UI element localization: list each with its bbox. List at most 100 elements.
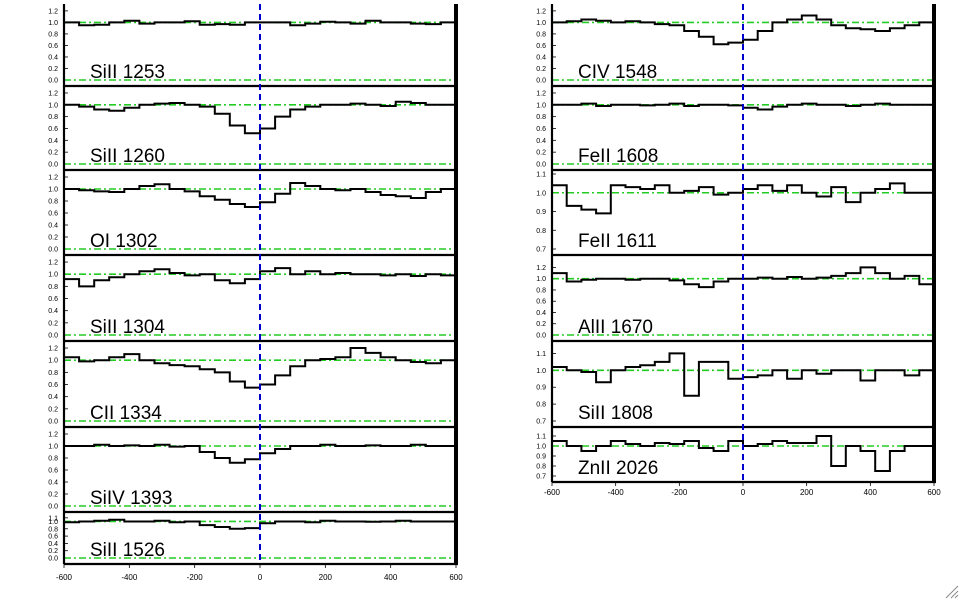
- y-tick-label: 0.2: [536, 321, 546, 328]
- spectrum-line: [64, 100, 456, 135]
- y-tick-label: 0.2: [48, 548, 58, 555]
- y-tick-label: 0.0: [48, 78, 58, 85]
- spectrum-line: [552, 266, 934, 289]
- y-tick-label: 0.2: [48, 150, 58, 157]
- y-tick-label: 1.2: [48, 175, 58, 182]
- y-tick-label: 1.0: [48, 358, 58, 365]
- y-tick-label: 1.0: [48, 187, 58, 194]
- y-tick-label: 0.8: [48, 31, 58, 38]
- spectrum-panel: 0.00.20.40.60.81.01.2OI 1302: [48, 168, 458, 254]
- x-tick-label: -600: [544, 488, 561, 497]
- spectrum-line: [552, 182, 934, 215]
- y-tick-label: 0.2: [48, 235, 58, 242]
- y-tick-label: 0.4: [48, 54, 58, 61]
- panel-label: FeII 1608: [578, 146, 658, 167]
- y-tick-label: 1.1: [536, 434, 546, 441]
- x-tick-label: 200: [319, 573, 333, 582]
- panel-label: SiII 1304: [90, 317, 165, 338]
- y-tick-label: 0.9: [536, 454, 546, 461]
- y-tick-label: 1.2: [48, 8, 58, 15]
- y-tick-label: 0.6: [536, 299, 546, 306]
- y-tick-label: 0.7: [536, 474, 546, 481]
- y-tick-label: 0.2: [536, 66, 546, 73]
- x-tick-label: 0: [741, 488, 746, 497]
- y-tick-label: 0.0: [48, 419, 58, 426]
- y-tick-label: 0.8: [536, 228, 546, 235]
- x-tick-label: 400: [384, 573, 398, 582]
- y-tick-label: 0.0: [48, 333, 58, 340]
- x-tick-label: -200: [671, 488, 688, 497]
- spectrum-line: [552, 14, 934, 46]
- y-tick-label: 0.8: [536, 464, 546, 471]
- x-tick-label: -200: [187, 573, 204, 582]
- y-tick-label: 0.7: [536, 247, 546, 254]
- panel-label: OI 1302: [90, 231, 158, 252]
- y-tick-label: 0.4: [48, 541, 58, 548]
- y-tick-label: 0.8: [48, 199, 58, 206]
- y-tick-label: 0.6: [48, 468, 58, 475]
- panel-label: SiIV 1393: [90, 488, 172, 509]
- y-tick-label: 0.4: [48, 480, 58, 487]
- y-tick-label: 1.0: [536, 444, 546, 451]
- y-tick-label: 0.4: [48, 138, 58, 145]
- y-tick-label: 0.6: [48, 534, 58, 541]
- y-tick-label: 1.0: [536, 276, 546, 283]
- panel-label: CIV 1548: [578, 62, 657, 83]
- y-tick-label: 1.0: [536, 20, 546, 27]
- x-tick-label: 600: [927, 488, 941, 497]
- x-tick-label: 200: [800, 488, 814, 497]
- spectrum-line: [64, 518, 456, 530]
- y-tick-label: 0.0: [48, 162, 58, 169]
- y-tick-label: 0.6: [48, 211, 58, 218]
- spectrum-line: [552, 435, 934, 472]
- y-tick-label: 0.0: [536, 333, 546, 340]
- y-tick-label: 1.0: [48, 519, 58, 526]
- y-tick-label: 0.6: [536, 126, 546, 133]
- y-tick-label: 1.2: [48, 432, 58, 439]
- y-tick-label: 1.1: [536, 351, 546, 358]
- y-tick-label: 0.8: [536, 287, 546, 294]
- y-tick-label: 0.4: [536, 138, 546, 145]
- resize-grip-icon[interactable]: [945, 585, 959, 599]
- y-tick-label: 1.2: [48, 346, 58, 353]
- y-tick-label: 1.2: [536, 8, 546, 15]
- y-tick-label: 0.8: [48, 526, 58, 533]
- y-tick-label: 0.4: [536, 310, 546, 317]
- y-tick-label: 0.6: [48, 126, 58, 133]
- panel-label: SiII 1808: [578, 403, 653, 424]
- spectrum-line: [64, 443, 456, 464]
- y-tick-label: 1.0: [536, 368, 546, 375]
- x-tick-label: 0: [258, 573, 263, 582]
- y-tick-label: 0.0: [48, 504, 58, 511]
- y-tick-label: 0.4: [48, 394, 58, 401]
- y-tick-label: 1.2: [48, 90, 58, 97]
- y-tick-label: 0.0: [48, 247, 58, 254]
- y-tick-label: 0.9: [536, 385, 546, 392]
- panel-label: CII 1334: [90, 403, 162, 424]
- y-tick-label: 1.0: [48, 444, 58, 451]
- x-tick-label: 400: [864, 488, 878, 497]
- spectrum-line: [64, 19, 456, 27]
- panel-label: ZnII 2026: [578, 458, 658, 479]
- x-tick-label: -600: [56, 573, 73, 582]
- y-tick-label: 0.8: [536, 114, 546, 121]
- y-tick-label: 1.0: [536, 190, 546, 197]
- y-tick-label: 0.4: [48, 308, 58, 315]
- y-tick-label: 1.0: [536, 102, 546, 109]
- panel-label: AlII 1670: [578, 317, 653, 338]
- y-tick-label: 0.2: [48, 406, 58, 413]
- panel-label: SiII 1260: [90, 146, 165, 167]
- y-tick-label: 0.8: [48, 370, 58, 377]
- y-tick-label: 0.8: [48, 456, 58, 463]
- y-tick-label: 1.0: [48, 272, 58, 279]
